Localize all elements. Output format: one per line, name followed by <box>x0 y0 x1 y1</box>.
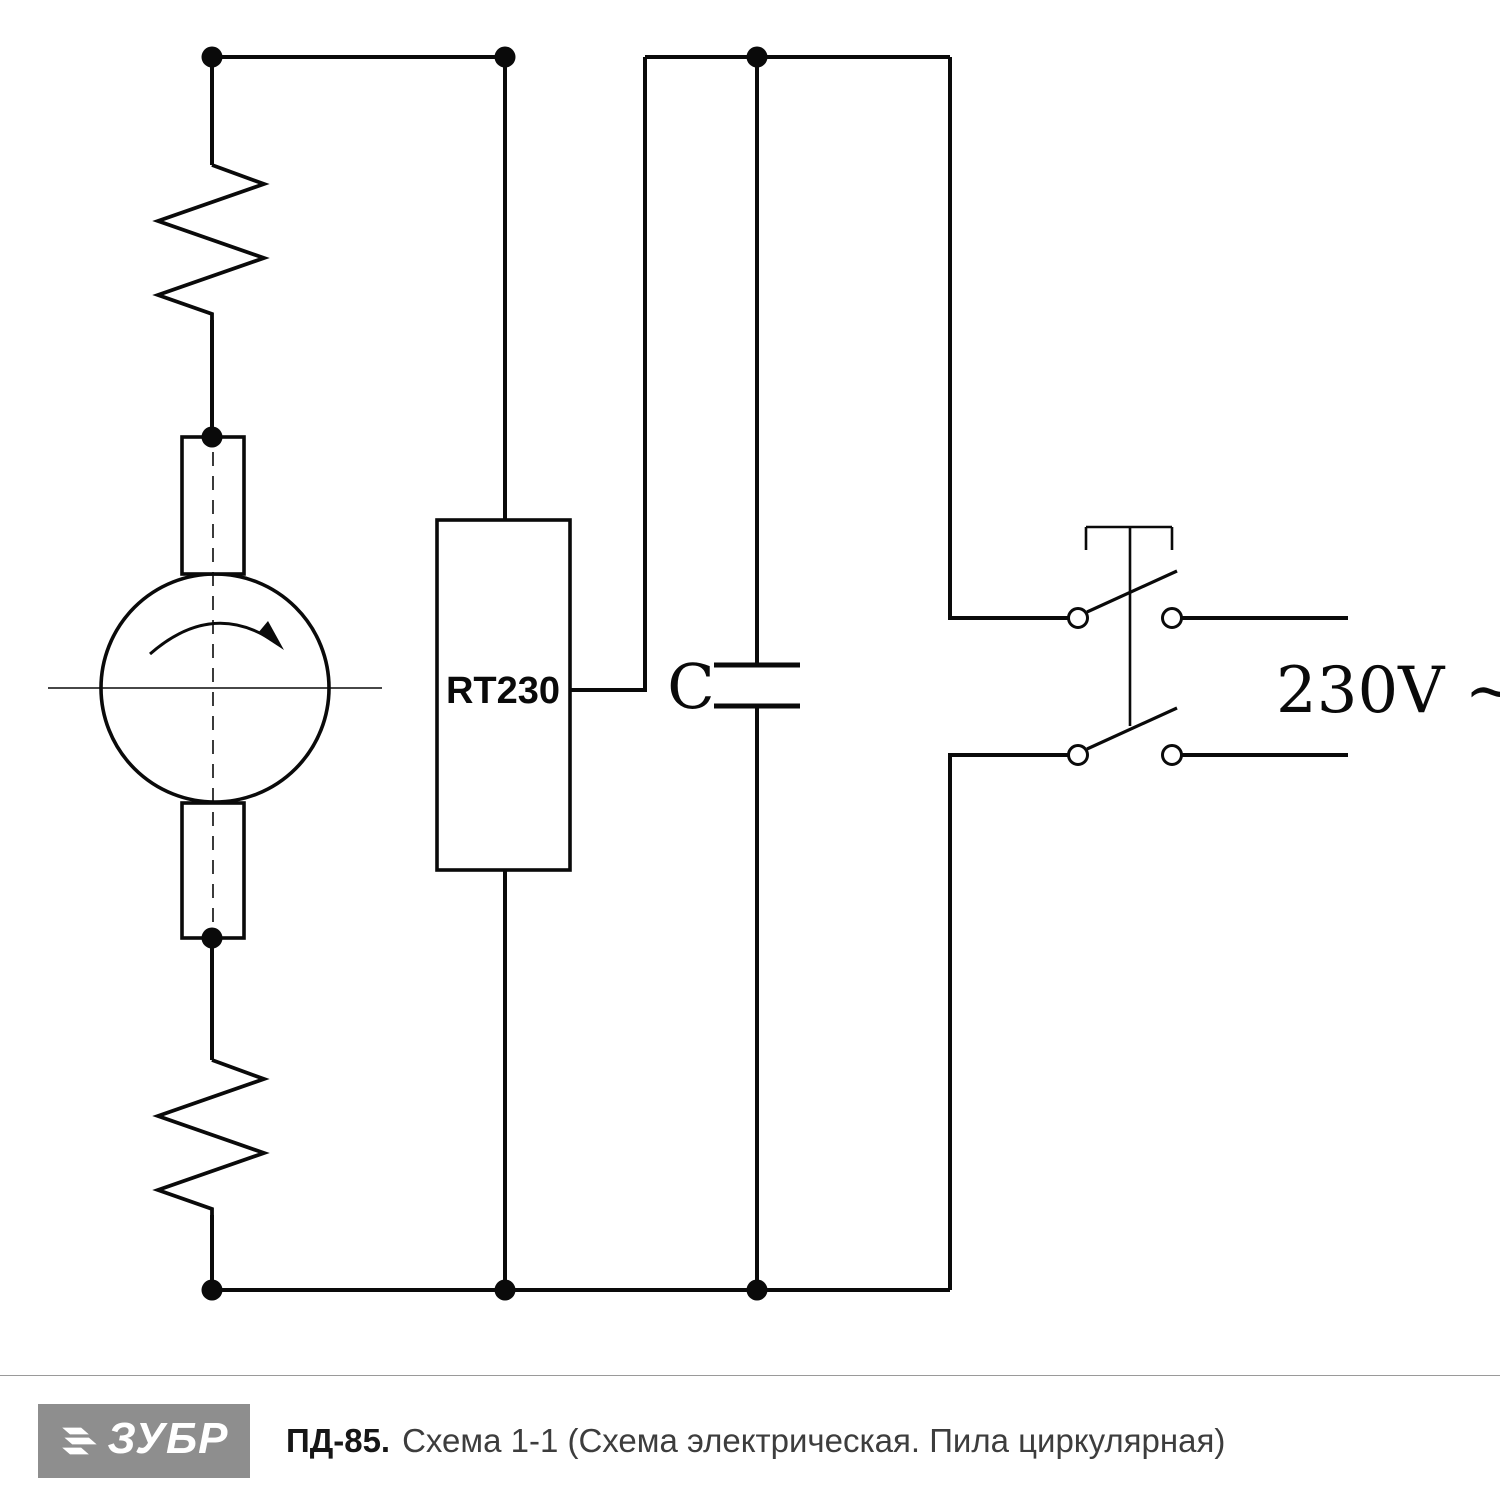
circuit-diagram: RT230 C 230V ~ <box>48 46 1500 1301</box>
wires <box>210 55 1348 1292</box>
capacitor-label: C <box>667 650 714 723</box>
junction-dot <box>746 46 768 68</box>
switch-contact-lower-right <box>1161 744 1183 766</box>
junction-dots <box>201 46 768 1301</box>
wire-switch-upper-feed <box>948 57 1069 620</box>
footer-divider <box>0 1375 1500 1376</box>
switch-contact-upper-right <box>1161 607 1183 629</box>
schematic-caption: ПД-85. Схема 1-1 (Схема электрическая. Пи… <box>286 1422 1225 1460</box>
switch-contact-upper-left <box>1067 607 1089 629</box>
power-switch <box>1067 525 1183 766</box>
junction-dot <box>201 1279 223 1301</box>
thermal-protector-label: RT230 <box>446 670 560 712</box>
junction-dot <box>494 1279 516 1301</box>
rotation-arrow <box>149 621 279 656</box>
wire-rt230-mid-lead <box>570 57 647 692</box>
switch-contact-lower-left <box>1067 744 1089 766</box>
field-winding-upper <box>152 163 270 320</box>
capacitor-symbol: C <box>667 650 800 723</box>
model-label: ПД-85. <box>286 1422 391 1459</box>
caption-text: Схема 1-1 (Схема электрическая. Пила цир… <box>402 1422 1226 1459</box>
zubr-logo-icon <box>61 1427 97 1455</box>
footer: ЗУБР ПД-85. Схема 1-1 (Схема электрическа… <box>0 1375 1500 1500</box>
rotation-arrow-head <box>258 621 284 650</box>
thermal-protector: RT230 <box>435 518 572 872</box>
voltage-label: 230V ~ <box>1276 654 1500 728</box>
footer-row: ЗУБР ПД-85. Схема 1-1 (Схема электрическа… <box>0 1404 1500 1478</box>
wire-switch-lower-feed <box>948 753 1069 1290</box>
junction-dot <box>746 1279 768 1301</box>
junction-dot <box>201 426 223 448</box>
junction-dot <box>201 46 223 68</box>
switch-blade-lower <box>1086 706 1178 751</box>
brand-name: ЗУБР <box>107 1414 229 1463</box>
junction-dot <box>201 927 223 949</box>
field-winding-lower <box>152 1058 270 1215</box>
switch-blade-upper <box>1086 569 1178 614</box>
thermal-protector-body <box>435 518 572 872</box>
junction-dot <box>494 46 516 68</box>
zubr-logo: ЗУБР <box>38 1404 250 1478</box>
motor-symbol <box>48 435 382 940</box>
